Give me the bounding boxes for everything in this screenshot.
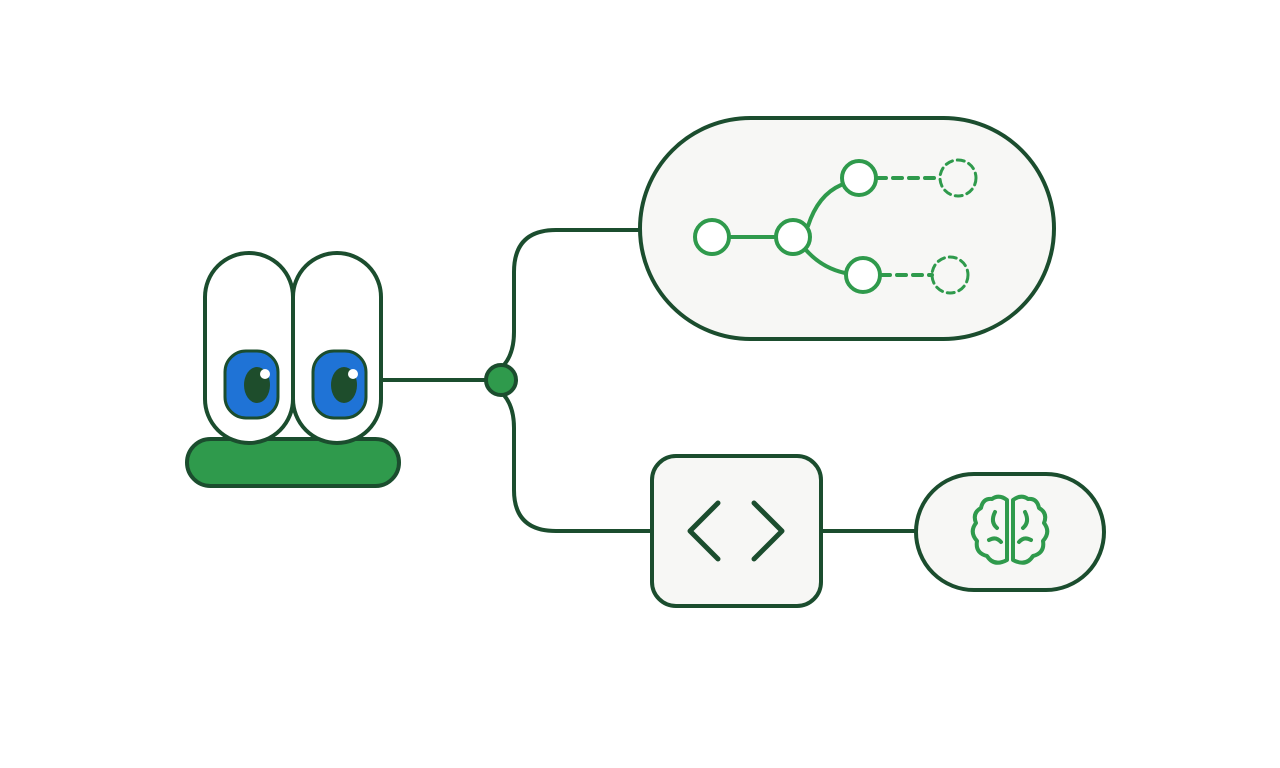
brain-left-hemisphere	[970, 494, 1009, 565]
brain-left-fold	[987, 510, 1003, 544]
branching-tree-icon	[693, 158, 978, 295]
branching-tree-panel	[638, 116, 1056, 341]
tree-node-mid	[774, 218, 812, 256]
mascot-left-glint	[260, 369, 270, 379]
tree-node-upper	[840, 159, 878, 197]
tree-node-root	[693, 218, 731, 256]
brain-icon	[970, 494, 1050, 565]
tree-edge-upper	[806, 183, 843, 228]
brain-panel-pill	[914, 472, 1106, 592]
connectors	[379, 228, 918, 533]
mascot-right-glint	[348, 369, 358, 379]
tree-node-lower	[844, 256, 882, 294]
tree-node-lower-placeholder	[930, 255, 970, 295]
junction-node-icon	[484, 363, 518, 397]
connector-junction-to-tree	[499, 228, 642, 370]
mascot-base	[185, 437, 401, 488]
code-panel	[650, 454, 823, 608]
tree-edge-lower	[804, 248, 847, 275]
connector-junction-to-code	[499, 390, 654, 533]
code-brackets-icon	[687, 500, 785, 562]
tree-panel-pill	[638, 116, 1056, 341]
tree-node-upper-placeholder	[938, 158, 978, 198]
brain-panel	[914, 472, 1106, 592]
brain-right-hemisphere	[1011, 494, 1050, 565]
brain-right-fold	[1017, 510, 1033, 544]
code-bracket-right	[751, 500, 785, 562]
googly-eyes-mascot-icon	[185, 251, 401, 488]
code-panel-box	[650, 454, 823, 608]
code-bracket-left	[687, 500, 721, 562]
